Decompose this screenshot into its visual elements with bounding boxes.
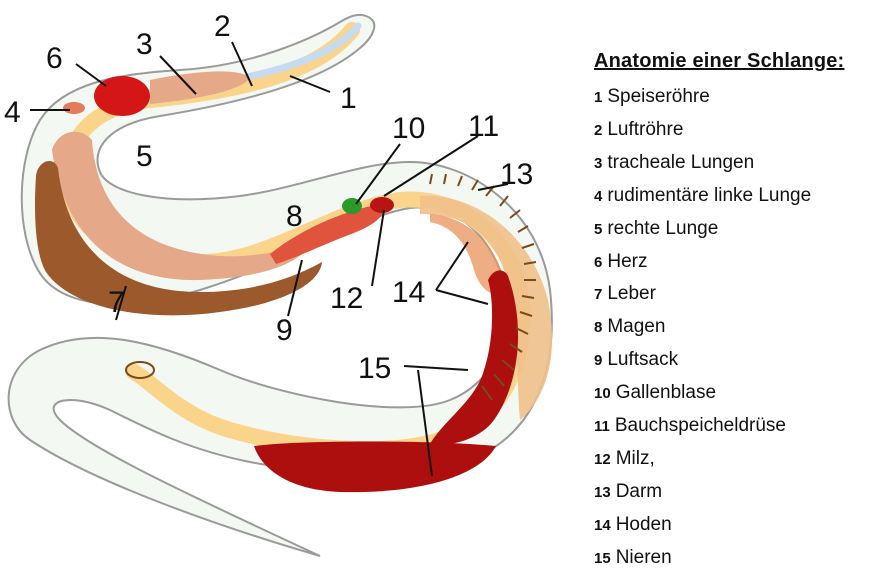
left-lung-organ (63, 102, 85, 114)
callout-9: 9 (276, 314, 293, 347)
legend-item-label: Milz, (616, 448, 655, 469)
callout-11: 11 (468, 110, 499, 143)
callout-10: 10 (392, 112, 425, 145)
callout-5: 5 (136, 140, 153, 173)
callout-14: 14 (392, 276, 425, 309)
spleen-organ (370, 197, 394, 213)
legend-item: 14 Hoden (594, 509, 884, 542)
legend-item-number: 10 (594, 385, 611, 402)
legend-item-number: 5 (594, 221, 602, 238)
legend-item-number: 13 (594, 484, 611, 501)
legend-item-number: 8 (594, 319, 602, 336)
legend-item-number: 12 (594, 451, 611, 468)
legend-item: 11 Bauchspeicheldrüse (594, 410, 884, 443)
callout-12: 12 (330, 282, 363, 315)
callout-13: 13 (500, 158, 533, 191)
legend-item-label: Gallenblase (616, 382, 716, 403)
legend-item-label: Leber (607, 283, 656, 304)
legend-list: 1 Speiseröhre 2 Luftröhre 3 tracheale Lunge… (594, 81, 884, 575)
legend-item-label: Darm (616, 481, 662, 502)
legend-item-number: 2 (594, 122, 602, 139)
leader-1 (290, 76, 330, 92)
legend-item: 4 rudimentäre linke Lunge (594, 180, 884, 213)
leader-6 (76, 64, 106, 86)
callout-4: 4 (4, 96, 21, 129)
legend-item: 10 Gallenblase (594, 377, 884, 410)
leader-14a (436, 242, 468, 290)
legend-item-label: Hoden (616, 514, 672, 535)
legend-item-number: 15 (594, 550, 611, 567)
legend-item: 5 rechte Lunge (594, 213, 884, 246)
callout-2: 2 (214, 10, 231, 43)
callout-3: 3 (136, 28, 153, 61)
legend-item-number: 7 (594, 286, 602, 303)
legend-item-label: Herz (607, 251, 647, 272)
legend-item: 2 Luftröhre (594, 114, 884, 147)
leader-14b (436, 290, 488, 304)
legend-item-label: Magen (607, 316, 665, 337)
legend-item-label: Speiseröhre (607, 86, 709, 107)
legend-item: 13 Darm (594, 476, 884, 509)
snake-anatomy-diagram: 1 2 3 4 5 6 7 8 9 10 11 12 13 14 15 (0, 0, 560, 562)
legend-item-label: Nieren (616, 547, 672, 568)
legend-item-label: Bauchspeicheldrüse (615, 415, 786, 436)
legend-item: 15 Nieren (594, 542, 884, 575)
legend-item-number: 9 (594, 352, 602, 369)
legend-item-label: rechte Lunge (607, 218, 718, 239)
callout-1: 1 (340, 82, 357, 115)
legend-item-number: 14 (594, 517, 611, 534)
kidney-lower-organ (254, 442, 496, 493)
legend-item: 9 Luftsack (594, 344, 884, 377)
legend-item-number: 1 (594, 89, 602, 106)
legend-item: 12 Milz, (594, 443, 884, 476)
legend-item: 1 Speiseröhre (594, 81, 884, 114)
legend-item-number: 6 (594, 254, 602, 271)
legend-item: 8 Magen (594, 311, 884, 344)
callout-6: 6 (46, 42, 63, 75)
leader-15a (404, 366, 468, 370)
legend-item-label: tracheale Lungen (607, 152, 754, 173)
callout-15: 15 (358, 352, 391, 385)
legend-item: 6 Herz (594, 246, 884, 279)
callout-7: 7 (108, 286, 125, 319)
legend-item-number: 11 (594, 418, 610, 435)
legend-item: 7 Leber (594, 278, 884, 311)
legend-item-label: Luftsack (607, 349, 678, 370)
legend-item-label: rudimentäre linke Lunge (607, 185, 811, 206)
legend-item: 3 tracheale Lungen (594, 147, 884, 180)
legend-item-label: Luftröhre (607, 119, 683, 140)
heart-organ (94, 76, 150, 116)
callout-8: 8 (286, 200, 303, 233)
legend-title: Anatomie einer Schlange: (594, 50, 884, 73)
legend-item-number: 4 (594, 188, 602, 205)
legend-item-number: 3 (594, 155, 602, 172)
